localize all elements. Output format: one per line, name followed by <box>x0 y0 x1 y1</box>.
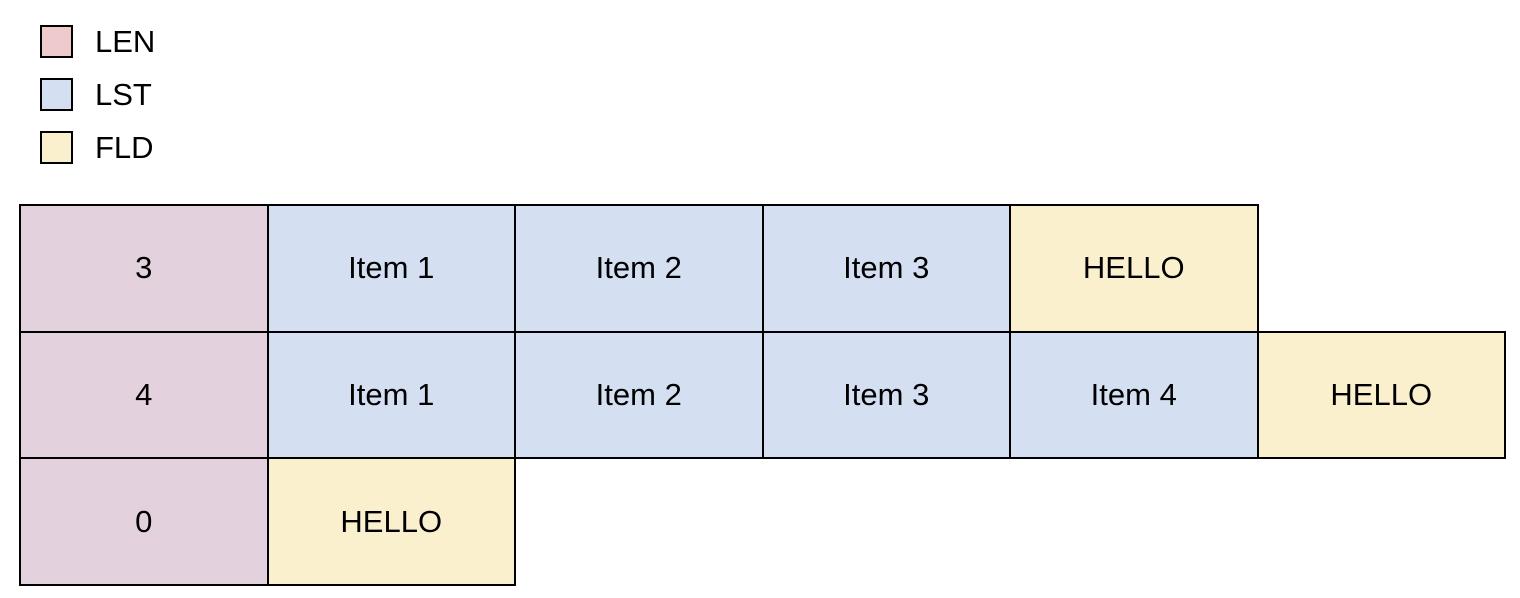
table-cell-len: 0 <box>19 457 269 587</box>
legend-item: FLD <box>40 131 155 164</box>
table-cell-lst: Item 3 <box>761 330 1011 460</box>
table-cell-len: 4 <box>19 330 269 460</box>
table-cell-fld: HELLO <box>1009 204 1259 333</box>
table-cell-lst: Item 1 <box>266 330 516 460</box>
legend-swatch-icon <box>40 25 73 58</box>
legend-label: LEN <box>95 24 156 59</box>
table-cell-fld: HELLO <box>266 457 516 587</box>
legend-label: LST <box>95 77 152 112</box>
table-cell-lst: Item 2 <box>514 204 764 333</box>
legend-item: LST <box>40 78 155 111</box>
legend: LEN LST FLD <box>40 25 155 184</box>
table-cell-lst: Item 2 <box>514 330 764 460</box>
legend-swatch-icon <box>40 78 73 111</box>
legend-item: LEN <box>40 25 155 58</box>
table-cell-lst: Item 3 <box>761 204 1011 333</box>
table-cell-lst: Item 4 <box>1009 330 1259 460</box>
legend-swatch-icon <box>40 131 73 164</box>
table-cell-len: 3 <box>19 204 269 333</box>
legend-label: FLD <box>95 130 154 165</box>
table-cell-fld: HELLO <box>1256 330 1506 460</box>
table-cell-lst: Item 1 <box>266 204 516 333</box>
